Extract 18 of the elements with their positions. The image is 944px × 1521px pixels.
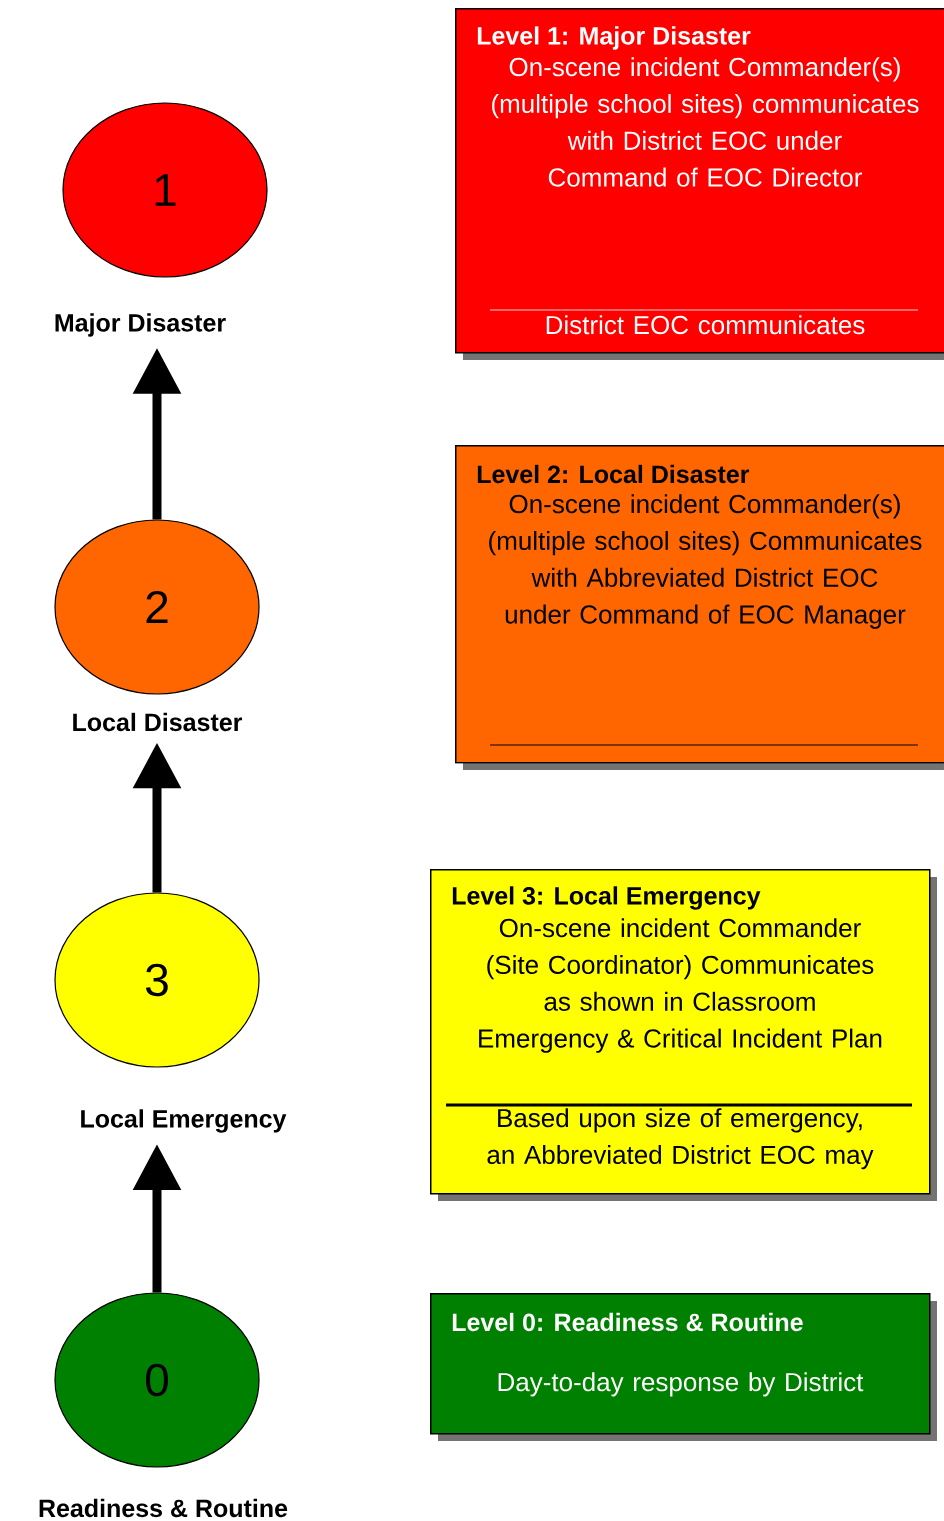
box-heading: Level 1: Major Disaster [477,26,751,50]
level-box [455,8,944,360]
box-heading: Level 2: Local Disaster [477,464,750,484]
box-text: On-scene incident Commander (Site Coordinator) Communicates as shown in Classroom Emergency & Critical Incident Plan [479,918,882,1053]
circle-label: Readiness & Routine [39,1498,288,1518]
box-text: Day-to-day response by District [498,1372,864,1397]
box-text: On-scene incident Commander(s) (multiple school sites) Communicates with Abbreviated District EOC under Command of EOC Manager [489,494,922,629]
circle-label: Local Emergency [81,1109,287,1133]
level-box [430,1293,937,1441]
box-heading: Level 3: Local Emergency [452,886,761,910]
box-text: District EOC communicates [546,315,865,335]
level-box [455,445,944,770]
box-text: Based upon size of emergency, an Abbreviated District EOC may [487,1108,874,1170]
circle-label: Major Disaster [55,313,226,337]
circle-label: Local Disaster [73,712,243,732]
level-box [430,869,937,1201]
box-heading: Level 0: Readiness & Routine [452,1312,803,1332]
box-text: On-scene incident Commander(s) (multiple school sites) communicates with District EOC under Command of EOC Director [492,57,919,187]
